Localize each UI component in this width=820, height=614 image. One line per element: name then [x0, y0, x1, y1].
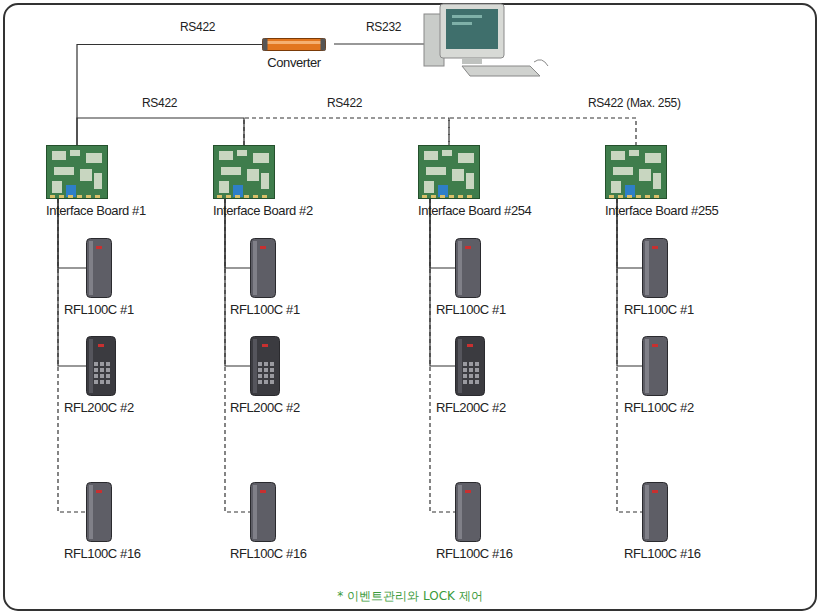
board-icon	[213, 145, 275, 199]
node-label: Converter	[267, 55, 320, 70]
card-reader: RFL200C #2	[64, 336, 134, 415]
edge-label: RS422 (Max. 255)	[586, 96, 683, 110]
node-label: RFL200C #2	[64, 400, 134, 415]
card-reader: RFL200C #2	[436, 336, 506, 415]
signal-label: RS232	[364, 20, 403, 34]
wire	[617, 199, 642, 366]
reader-icon	[250, 482, 276, 542]
wire	[58, 199, 86, 366]
card-reader: RFL100C #16	[624, 482, 701, 561]
reader-picture	[642, 482, 668, 542]
reader-picture	[86, 482, 112, 542]
wire	[77, 118, 244, 145]
wire	[225, 199, 250, 512]
reader-icon	[455, 482, 481, 542]
wire	[225, 199, 250, 366]
interface-board: Interface Board #255	[605, 145, 718, 218]
board-icon	[418, 145, 480, 199]
wire	[430, 199, 455, 366]
card-reader: RFL100C #1	[230, 238, 300, 317]
node-label: Interface Board #255	[605, 203, 718, 218]
conv-picture	[262, 38, 326, 51]
wire	[77, 45, 262, 146]
reader-picture	[642, 336, 668, 396]
reader-icon	[86, 482, 112, 542]
reader-icon	[642, 336, 668, 396]
reader2-picture	[455, 336, 485, 396]
board-picture	[213, 145, 275, 199]
reader-icon	[250, 238, 276, 298]
node-label: Interface Board #1	[46, 203, 146, 218]
reader-picture	[455, 238, 481, 298]
wire	[449, 118, 636, 145]
node-label: Interface Board #254	[418, 203, 531, 218]
reader-picture	[642, 238, 668, 298]
reader-icon	[642, 238, 668, 298]
board-picture	[418, 145, 480, 199]
node-label: RFL100C #1	[64, 302, 134, 317]
board-picture	[46, 145, 108, 199]
board-icon	[605, 145, 667, 199]
interface-board: Interface Board #2	[213, 145, 313, 218]
caption: * 이벤트관리와 LOCK 제어	[0, 588, 820, 605]
conv-icon	[262, 38, 326, 51]
wire	[244, 118, 449, 145]
card-reader: RFL100C #1	[436, 238, 506, 317]
reader2-icon	[86, 336, 116, 396]
card-reader: RFL100C #16	[436, 482, 513, 561]
node-label: RFL200C #2	[436, 400, 506, 415]
node-label: RFL100C #2	[624, 400, 694, 415]
node-label: RFL100C #16	[230, 546, 307, 561]
card-reader: RFL100C #16	[64, 482, 141, 561]
card-reader: RFL100C #2	[624, 336, 694, 415]
node-label: RFL200C #2	[230, 400, 300, 415]
frame	[4, 4, 816, 610]
card-reader: RFL100C #16	[230, 482, 307, 561]
card-reader: RFL200C #2	[230, 336, 300, 415]
computer-icon	[424, 4, 548, 76]
edge-label: RS422	[325, 96, 364, 110]
node-label: RFL100C #1	[436, 302, 506, 317]
reader2-icon	[455, 336, 485, 396]
node-label: RFL100C #16	[64, 546, 141, 561]
node-label: RFL100C #16	[436, 546, 513, 561]
card-reader: RFL100C #1	[64, 238, 134, 317]
converter-box: Converter	[262, 38, 326, 70]
card-reader: RFL100C #1	[624, 238, 694, 317]
reader-picture	[86, 238, 112, 298]
reader2-picture	[250, 336, 280, 396]
reader2-picture	[86, 336, 116, 396]
reader-picture	[250, 482, 276, 542]
wire	[430, 199, 455, 512]
wire	[58, 199, 86, 512]
reader-icon	[86, 238, 112, 298]
node-label: Interface Board #2	[213, 203, 313, 218]
edge-label: RS422	[140, 96, 179, 110]
reader-icon	[455, 238, 481, 298]
node-label: RFL100C #16	[624, 546, 701, 561]
node-label: RFL100C #1	[230, 302, 300, 317]
reader-picture	[250, 238, 276, 298]
interface-board: Interface Board #254	[418, 145, 531, 218]
board-icon	[46, 145, 108, 199]
board-picture	[605, 145, 667, 199]
node-label: RFL100C #1	[624, 302, 694, 317]
reader-picture	[455, 482, 481, 542]
reader2-icon	[250, 336, 280, 396]
wire	[617, 199, 642, 512]
interface-board: Interface Board #1	[46, 145, 146, 218]
edge-label: RS422	[178, 20, 217, 34]
reader-icon	[642, 482, 668, 542]
